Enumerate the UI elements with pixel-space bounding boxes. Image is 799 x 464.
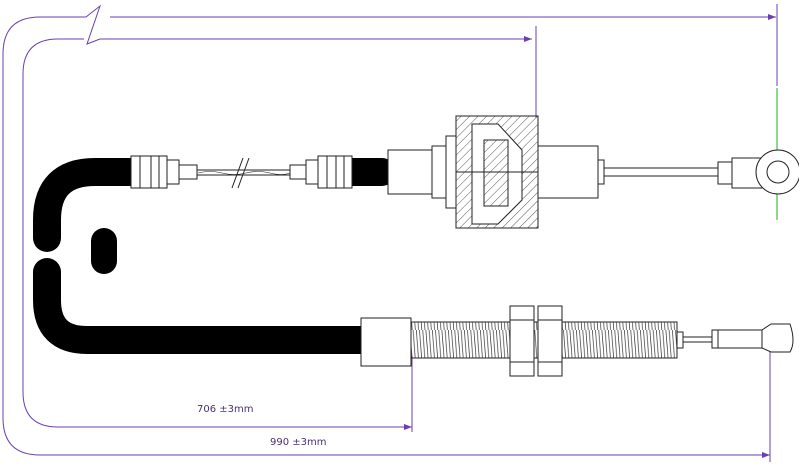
- wire-break-mark: [231, 157, 244, 189]
- sheath-upper-bend: [33, 158, 149, 252]
- dimension-label-inner: 706 ±3mm: [197, 404, 254, 415]
- dimension-arrows: [404, 14, 776, 458]
- dimension-lines: [2, 4, 778, 462]
- sheath-break-piece: [91, 228, 117, 274]
- housing-flange: [431, 145, 447, 199]
- dimension-label-overall: 990 ±3mm: [270, 437, 327, 448]
- eye-end-sleeve: [717, 161, 733, 185]
- end-fitting-left: [130, 155, 168, 189]
- upper-assembly: [130, 115, 799, 229]
- lower-assembly: [360, 305, 794, 377]
- housing-plate: [445, 135, 457, 209]
- housing-rod: [597, 159, 605, 185]
- wire-exit-sleeve: [676, 331, 684, 349]
- fitting-neck-left: [178, 164, 198, 180]
- end-nipple: [761, 323, 794, 353]
- break-mark: [85, 4, 102, 45]
- lower-ferrule: [360, 317, 412, 367]
- housing-ferrule: [387, 149, 433, 195]
- nipple-sleeve: [711, 329, 763, 349]
- hex-nut-left: [509, 305, 535, 377]
- dimension-line-inner-loop: [22, 38, 412, 428]
- sheath-lower-bend: [33, 258, 378, 354]
- eye-end-ring-inner: [766, 160, 790, 184]
- housing-sleeve: [537, 145, 599, 199]
- fitting-collar-left: [166, 159, 180, 185]
- end-fitting-right: [317, 155, 353, 189]
- fitting-collar-right: [305, 159, 319, 185]
- hex-nut-right: [537, 305, 563, 377]
- fitting-neck-right: [289, 164, 307, 180]
- dimension-line-outer-loop: [2, 16, 770, 456]
